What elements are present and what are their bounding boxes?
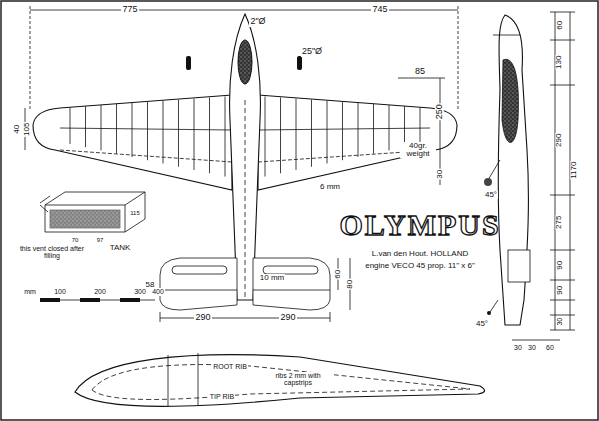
rib-note: ribs 2 mm with capstrips: [262, 372, 334, 387]
vent-note: this vent closed after filling: [17, 245, 87, 260]
tank-dimension: 70: [71, 237, 80, 243]
weight-note: 40gr. weight: [400, 142, 436, 159]
dimension: 290: [556, 132, 564, 147]
rib-label: TIP RIB: [209, 393, 235, 400]
engine-note: engine VECO 45 prop. 11" x 6": [364, 262, 476, 270]
spar-size: 6 mm: [319, 183, 341, 191]
dimension: 30: [436, 169, 444, 180]
dimension: 90: [556, 260, 564, 271]
scale-unit: mm: [23, 288, 37, 295]
scale-number: 200: [93, 288, 107, 295]
designer-credit: L.van den Hout. HOLLAND: [371, 250, 470, 258]
dimension: 90: [556, 285, 564, 296]
spar-size: 10 mm: [259, 274, 285, 282]
dimension: 745: [371, 5, 388, 14]
dimension: 1170: [571, 160, 579, 179]
tank-dimension: 115: [129, 210, 141, 216]
dimension: 290: [194, 313, 211, 322]
dimension: 60: [334, 269, 342, 280]
dimension: 60: [545, 344, 555, 351]
tank-label: TANK: [109, 244, 132, 252]
dimension: 30: [513, 344, 523, 351]
angle: 45°: [475, 320, 489, 328]
dimension: 30: [527, 344, 537, 351]
dimension: 130: [556, 54, 564, 69]
dimension: 30: [556, 317, 563, 327]
dimension: 105: [24, 121, 32, 136]
dimension: 60: [556, 20, 564, 31]
scale-number: 100: [53, 288, 67, 295]
tank-dimension: 97: [96, 237, 105, 243]
scale-number: 300: [133, 288, 147, 295]
dimension: 290: [279, 313, 296, 322]
dimension: 775: [121, 5, 138, 14]
scale-number: 400: [151, 288, 165, 295]
wheel-size: 25"Ø: [301, 47, 323, 56]
angle: 45°: [484, 191, 498, 199]
dimension: 40: [13, 124, 21, 135]
wheel-size: 2"Ø: [249, 17, 266, 26]
plan-title: OLYMPUS: [339, 208, 500, 242]
dimension: 85: [414, 67, 426, 76]
dimension: 80: [346, 279, 354, 290]
dimension: 250: [435, 103, 444, 120]
rib-label: ROOT RIB: [212, 363, 248, 370]
dimension: 275: [556, 214, 564, 229]
